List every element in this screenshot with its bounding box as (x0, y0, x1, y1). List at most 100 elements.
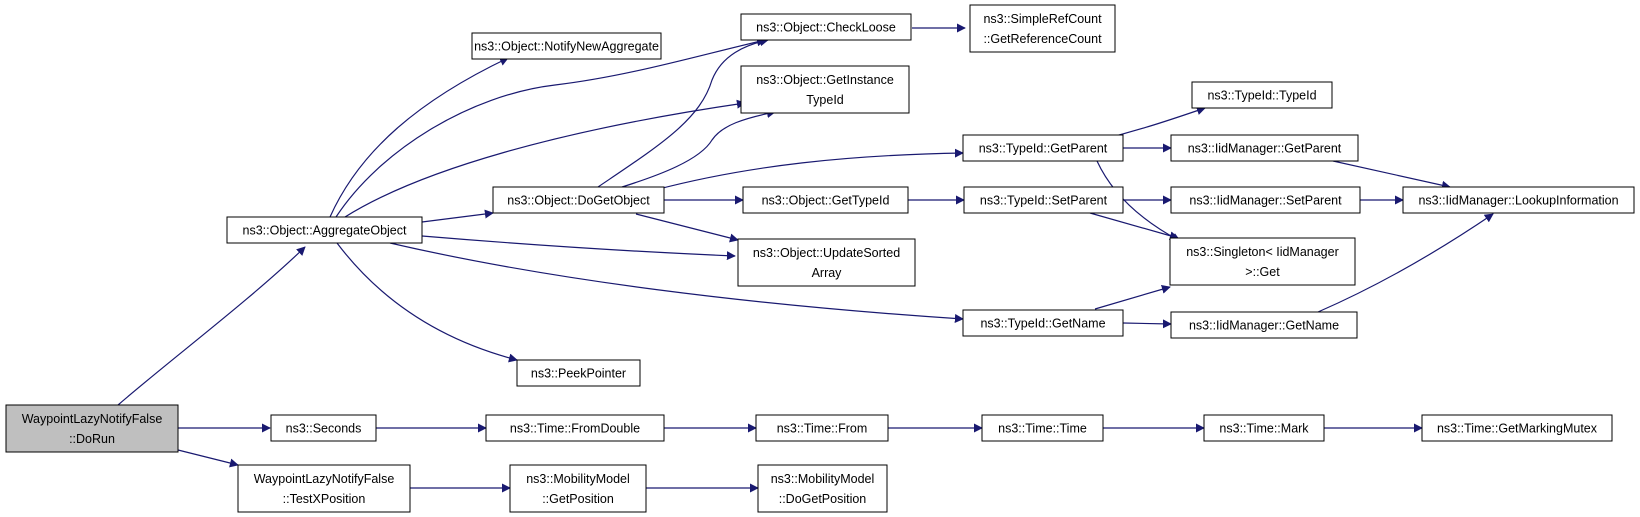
node-mobility-get-position[interactable]: ns3::MobilityModel::GetPosition (509, 464, 647, 513)
node-label-line: TypeId (806, 93, 844, 107)
node-label-line: ns3::Time::Mark (1219, 422, 1309, 436)
node-box (1203, 414, 1325, 442)
node-typeid-get-parent[interactable]: ns3::TypeId::GetParent (962, 134, 1124, 162)
node-box (740, 13, 912, 41)
node-label-line: ::GetReferenceCount (983, 32, 1102, 46)
node-mobility-do-get-position[interactable]: ns3::MobilityModel::DoGetPosition (757, 464, 888, 513)
edge-iid-get-parent-to-lookup-information (1332, 160, 1451, 190)
edge-iid-get-name-to-lookup-information (1317, 213, 1494, 313)
call-edges (117, 23, 1494, 493)
node-time-get-marking-mutex[interactable]: ns3::Time::GetMarkingMutex (1421, 414, 1613, 442)
node-aggregate-object[interactable]: ns3::Object::AggregateObject (226, 216, 423, 244)
node-label-line: ns3::Object::UpdateSorted (753, 246, 900, 260)
node-time-mark[interactable]: ns3::Time::Mark (1203, 414, 1325, 442)
node-box (5, 404, 179, 453)
node-label-line: ns3::IidManager::SetParent (1189, 194, 1342, 208)
node-typeid-set-parent[interactable]: ns3::TypeId::SetParent (963, 186, 1124, 214)
node-box (516, 359, 641, 387)
edge-typeid-get-name-to-singleton-get (1094, 284, 1171, 310)
node-box (1191, 81, 1333, 109)
edge-aggregate-to-notify-new-aggregate (329, 57, 509, 218)
node-time-from-double[interactable]: ns3::Time::FromDouble (485, 414, 665, 442)
node-iid-get-parent[interactable]: ns3::IidManager::GetParent (1170, 134, 1359, 162)
node-box (962, 309, 1124, 337)
node-label-line: ns3::Time::FromDouble (510, 422, 640, 436)
edge-do-get-object-to-update-sorted-array (635, 213, 739, 243)
node-singleton-get[interactable]: ns3::Singleton< IidManager >::Get (1169, 237, 1356, 286)
node-label-line: ::TestXPosition (283, 492, 366, 506)
node-label-line: ns3::Object::AggregateObject (243, 224, 408, 238)
edge-root-to-test-x-position (177, 449, 239, 468)
node-label-line: >::Get (1245, 265, 1280, 279)
node-label-line: ns3::TypeId::GetName (980, 317, 1105, 331)
node-time-from[interactable]: ns3::Time::From (755, 414, 889, 442)
node-label-line: Array (812, 266, 843, 280)
node-label-line: ns3::Object::NotifyNewAggregate (474, 40, 659, 54)
node-label-line: ns3::TypeId::TypeId (1207, 89, 1316, 103)
node-box (471, 32, 662, 60)
edge-root-to-aggregate-object (117, 246, 306, 406)
node-peek-pointer[interactable]: ns3::PeekPointer (516, 359, 641, 387)
node-label-line: WaypointLazyNotifyFalse (254, 472, 395, 486)
node-box (509, 464, 647, 513)
node-box (740, 65, 910, 114)
edge-aggregate-to-update-sorted-array (421, 235, 736, 261)
node-test-x-position[interactable]: WaypointLazyNotifyFalse::TestXPosition (237, 464, 411, 513)
node-get-reference-count[interactable]: ns3::SimpleRefCount::GetReferenceCount (969, 4, 1116, 53)
node-box (492, 186, 665, 214)
node-box (1170, 311, 1358, 339)
edge-do-get-object-to-get-instance-type-id (621, 109, 776, 188)
node-iid-get-name[interactable]: ns3::IidManager::GetName (1170, 311, 1358, 339)
node-label-line: ns3::IidManager::LookupInformation (1418, 194, 1618, 208)
node-label-line: ns3::Object::CheckLoose (756, 21, 896, 35)
node-label-line: ns3::Seconds (286, 422, 362, 436)
node-check-loose[interactable]: ns3::Object::CheckLoose (740, 13, 912, 41)
node-box (226, 216, 423, 244)
node-iid-set-parent[interactable]: ns3::IidManager::SetParent (1170, 186, 1361, 214)
node-label-line: ns3::Object::DoGetObject (507, 194, 650, 208)
edge-typeid-set-parent-to-singleton-get (1089, 212, 1179, 241)
node-box (485, 414, 665, 442)
node-label-line: ns3::TypeId::SetParent (980, 194, 1108, 208)
node-box (1169, 237, 1356, 286)
node-box (963, 186, 1124, 214)
node-box (737, 238, 916, 287)
node-label-line: ::GetPosition (542, 492, 614, 506)
node-box (969, 4, 1116, 53)
node-box (1170, 134, 1359, 162)
node-typeid-typeid[interactable]: ns3::TypeId::TypeId (1191, 81, 1333, 109)
node-label-line: ns3::MobilityModel (771, 472, 875, 486)
node-label-line: ns3::SimpleRefCount (983, 12, 1102, 26)
node-box (1170, 186, 1361, 214)
node-label-line: ns3::IidManager::GetName (1189, 319, 1339, 333)
edge-do-get-object-to-typeid-get-parent (654, 148, 964, 191)
edge-typeid-get-name-to-iid-get-name (1122, 319, 1172, 329)
node-time-time[interactable]: ns3::Time::Time (981, 414, 1104, 442)
node-label-line: ns3::PeekPointer (531, 367, 626, 381)
node-notify-new-aggregate[interactable]: ns3::Object::NotifyNewAggregate (471, 32, 662, 60)
node-box (1421, 414, 1613, 442)
edge-aggregate-to-typeid-get-name (389, 242, 964, 323)
node-iid-lookup-information[interactable]: ns3::IidManager::LookupInformation (1402, 186, 1635, 214)
node-box (742, 186, 909, 214)
node-label-line: WaypointLazyNotifyFalse (22, 412, 163, 426)
node-label-line: ns3::Object::GetTypeId (762, 194, 890, 208)
node-root[interactable]: WaypointLazyNotifyFalse::DoRun (5, 404, 179, 453)
node-label-line: ns3::Time::From (777, 422, 868, 436)
node-box (237, 464, 411, 513)
node-typeid-get-name[interactable]: ns3::TypeId::GetName (962, 309, 1124, 337)
node-box (1402, 186, 1635, 214)
node-label-line: ::DoGetPosition (779, 492, 867, 506)
node-do-get-object[interactable]: ns3::Object::DoGetObject (492, 186, 665, 214)
node-label-line: ns3::TypeId::GetParent (979, 142, 1108, 156)
function-nodes: WaypointLazyNotifyFalse::DoRun ns3::Objec… (5, 4, 1635, 513)
node-seconds[interactable]: ns3::Seconds (270, 414, 377, 442)
node-label-line: ns3::Time::GetMarkingMutex (1437, 422, 1598, 436)
node-label-line: ns3::Object::GetInstance (756, 73, 894, 87)
node-object-get-type-id[interactable]: ns3::Object::GetTypeId (742, 186, 909, 214)
node-label-line: ns3::MobilityModel (526, 472, 630, 486)
node-box (755, 414, 889, 442)
